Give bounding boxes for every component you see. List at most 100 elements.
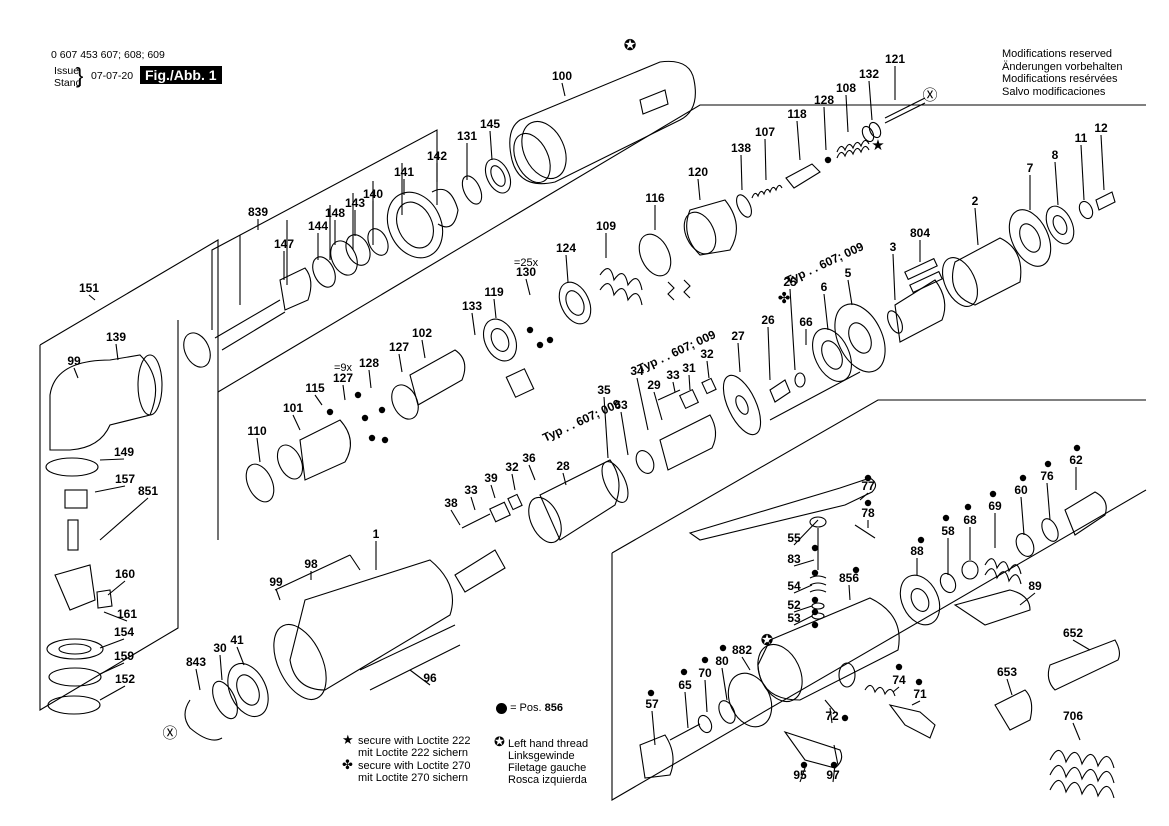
left-hand-thread-marker: ✪ bbox=[624, 36, 637, 54]
leader-line bbox=[740, 154, 743, 191]
part-label-39: 39 bbox=[484, 471, 498, 485]
part-label-98: 98 bbox=[304, 557, 318, 571]
part-label-132: 132 bbox=[859, 67, 879, 81]
leader-line bbox=[764, 138, 767, 181]
part-3 bbox=[894, 279, 946, 343]
loctite270-de: mit Loctite 270 sichern bbox=[358, 772, 469, 784]
leader-line bbox=[1072, 639, 1091, 651]
leader-line bbox=[848, 584, 851, 601]
part-138 bbox=[736, 194, 752, 218]
leader-line bbox=[911, 700, 921, 706]
part-27 bbox=[722, 374, 762, 436]
part-30 bbox=[212, 680, 238, 720]
part-653 bbox=[994, 689, 1033, 731]
part-70 bbox=[697, 714, 713, 734]
part-133 bbox=[505, 368, 535, 398]
leader-line bbox=[1054, 161, 1059, 206]
part-157 bbox=[64, 489, 88, 509]
leader-line bbox=[653, 391, 663, 421]
left-hand-thread-icon: ✪ bbox=[494, 734, 505, 749]
part-numbers: 0 607 453 607; 608; 609 bbox=[51, 49, 165, 61]
leader-line bbox=[892, 253, 896, 301]
part-144 bbox=[312, 256, 336, 288]
leader-line bbox=[636, 377, 649, 431]
part-label-130: 130 bbox=[516, 265, 536, 279]
part-804 bbox=[904, 257, 938, 281]
legend-left-hand: ✪ Left hand thread Linksgewinde Filetage… bbox=[494, 734, 588, 786]
part-652 bbox=[1047, 639, 1121, 691]
loctite-222-marker: ★ bbox=[871, 136, 884, 154]
issue-label: Issue bbox=[54, 65, 80, 77]
part-label-121: 121 bbox=[885, 52, 905, 66]
part-label-83: 83 bbox=[787, 552, 801, 566]
pos-856-bullet bbox=[864, 474, 872, 482]
leader-line bbox=[823, 106, 827, 151]
part-label-55: 55 bbox=[787, 531, 801, 545]
leader-line bbox=[1020, 496, 1025, 536]
part-140 bbox=[367, 228, 389, 256]
leader-line bbox=[793, 559, 815, 567]
part-28 bbox=[539, 459, 620, 541]
part-label-28: 28 bbox=[556, 459, 570, 473]
leader-line bbox=[974, 207, 979, 246]
part-843 bbox=[184, 699, 223, 741]
part-label-843: 843 bbox=[186, 655, 206, 669]
stand-label: Stand bbox=[54, 77, 82, 89]
leader-line bbox=[489, 130, 493, 161]
part-36 bbox=[528, 496, 562, 544]
part-label-109: 109 bbox=[596, 219, 616, 233]
part-7 bbox=[1008, 209, 1052, 267]
part-78 bbox=[854, 524, 876, 539]
frame-lower-right bbox=[611, 489, 1147, 801]
pos-856-bullet bbox=[811, 544, 819, 552]
part-32 bbox=[507, 493, 523, 511]
part-label-11: 11 bbox=[1075, 131, 1088, 145]
quantity-multiplier: =9x bbox=[334, 362, 353, 374]
leader-line bbox=[892, 686, 900, 693]
part-label-27: 27 bbox=[731, 329, 745, 343]
part-label-29: 29 bbox=[647, 378, 661, 392]
brace: } bbox=[76, 63, 84, 88]
part-60 bbox=[1015, 533, 1035, 557]
part-label-160: 160 bbox=[115, 567, 135, 581]
mod-fr: Modifications resérvées bbox=[1002, 73, 1118, 85]
pos-856-bullet bbox=[526, 326, 534, 334]
leader-line bbox=[275, 588, 281, 601]
pos-856-bullet bbox=[964, 503, 972, 511]
part-label-882: 882 bbox=[732, 643, 752, 657]
part-label-131: 131 bbox=[457, 129, 477, 143]
part-label-80: 80 bbox=[715, 654, 729, 668]
part-101 bbox=[299, 419, 351, 481]
leader-line bbox=[697, 178, 701, 201]
part-label-851: 851 bbox=[138, 484, 158, 498]
pos-856-bullet bbox=[841, 714, 849, 722]
part-143 bbox=[345, 234, 371, 266]
part-label-154: 154 bbox=[114, 625, 134, 639]
pos-856-bullet bbox=[1019, 474, 1027, 482]
detail-x-marker: Ⓧ bbox=[162, 724, 177, 742]
leader-line bbox=[409, 669, 431, 686]
part-label-32: 32 bbox=[505, 460, 519, 474]
part-706 bbox=[1049, 749, 1115, 769]
leader-line bbox=[115, 343, 119, 361]
part-159 bbox=[48, 667, 102, 687]
part-139 bbox=[49, 354, 157, 451]
part-41 bbox=[227, 662, 269, 718]
issue-date: 07-07-20 bbox=[91, 70, 134, 82]
part-882 bbox=[727, 672, 773, 728]
pos-856-bullet bbox=[811, 596, 819, 604]
part-label-149: 149 bbox=[114, 445, 134, 459]
figure-badge: Fig./Abb. 1 bbox=[140, 66, 222, 84]
part-32b bbox=[701, 377, 717, 395]
part-label-856: 856 bbox=[839, 571, 859, 585]
part-label-127: 127 bbox=[333, 371, 353, 385]
part-54 bbox=[809, 575, 827, 593]
part-label-118: 118 bbox=[787, 107, 807, 121]
part-label-143: 143 bbox=[345, 196, 365, 210]
legend-pos: = Pos. 856 bbox=[496, 702, 563, 714]
part-110 bbox=[245, 463, 275, 503]
leader-line bbox=[651, 710, 656, 746]
part-80 bbox=[718, 700, 736, 724]
mod-en: Modifications reserved bbox=[1002, 48, 1113, 60]
part-label-139: 139 bbox=[106, 330, 126, 344]
